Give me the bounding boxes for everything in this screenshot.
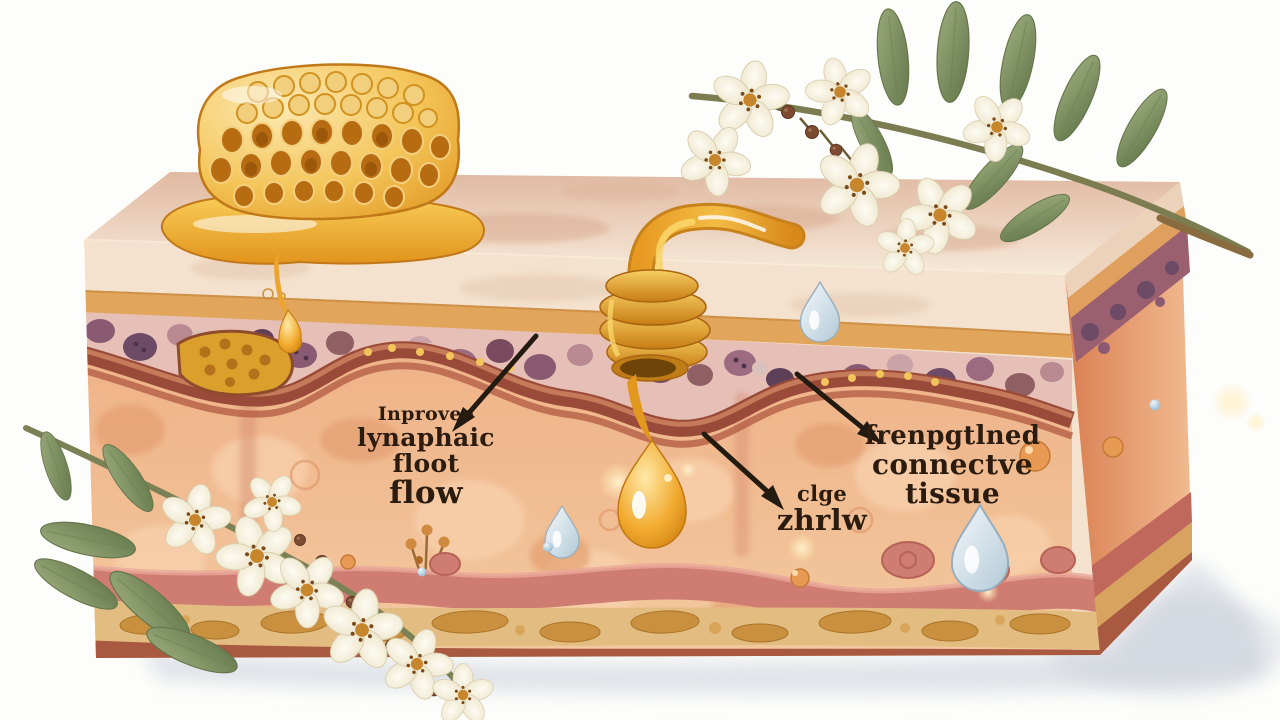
manuka-branch-top-right (663, 0, 1254, 281)
arrow-collagen (701, 431, 784, 510)
honey-drop (617, 438, 687, 549)
label-lymphatic-flow: Inprovee lynaphaic floot flow (326, 403, 526, 511)
arrow-lymphatic (452, 333, 539, 432)
skin-block (83, 172, 1266, 658)
manuka-branch-bottom-left (23, 425, 497, 720)
glow-right-small (1246, 412, 1266, 432)
label-line: flow (389, 474, 463, 511)
orange-bubbles (340, 436, 1124, 588)
pink-trickles (240, 385, 749, 557)
label-collagen: clge zhrlw (762, 483, 882, 535)
label-line: clge (796, 481, 847, 506)
label-line: Inprovee (377, 403, 475, 425)
glow-right (1212, 382, 1252, 422)
annotation-arrows (452, 333, 882, 510)
gold-dots (364, 344, 939, 386)
honey-dipper (599, 202, 806, 549)
arrow-connective (794, 371, 882, 444)
label-line: frenpgtlned (864, 421, 1041, 451)
block-bottom-edge (84, 640, 1100, 658)
skin-side-face (1065, 182, 1192, 655)
label-line: zhrlw (776, 502, 868, 537)
honey-pocket (176, 329, 294, 397)
dipper-head (599, 269, 711, 382)
honey-stream (627, 374, 652, 442)
honey-pool-drip (274, 252, 288, 316)
label-connective-tissue: frenpgtlned connectve tissue (830, 421, 1075, 511)
label-line: lynaphaic floot (357, 422, 495, 478)
label-line: connectve tissue (871, 448, 1034, 511)
honeycomb (196, 63, 461, 221)
vessel-band (84, 341, 1075, 448)
